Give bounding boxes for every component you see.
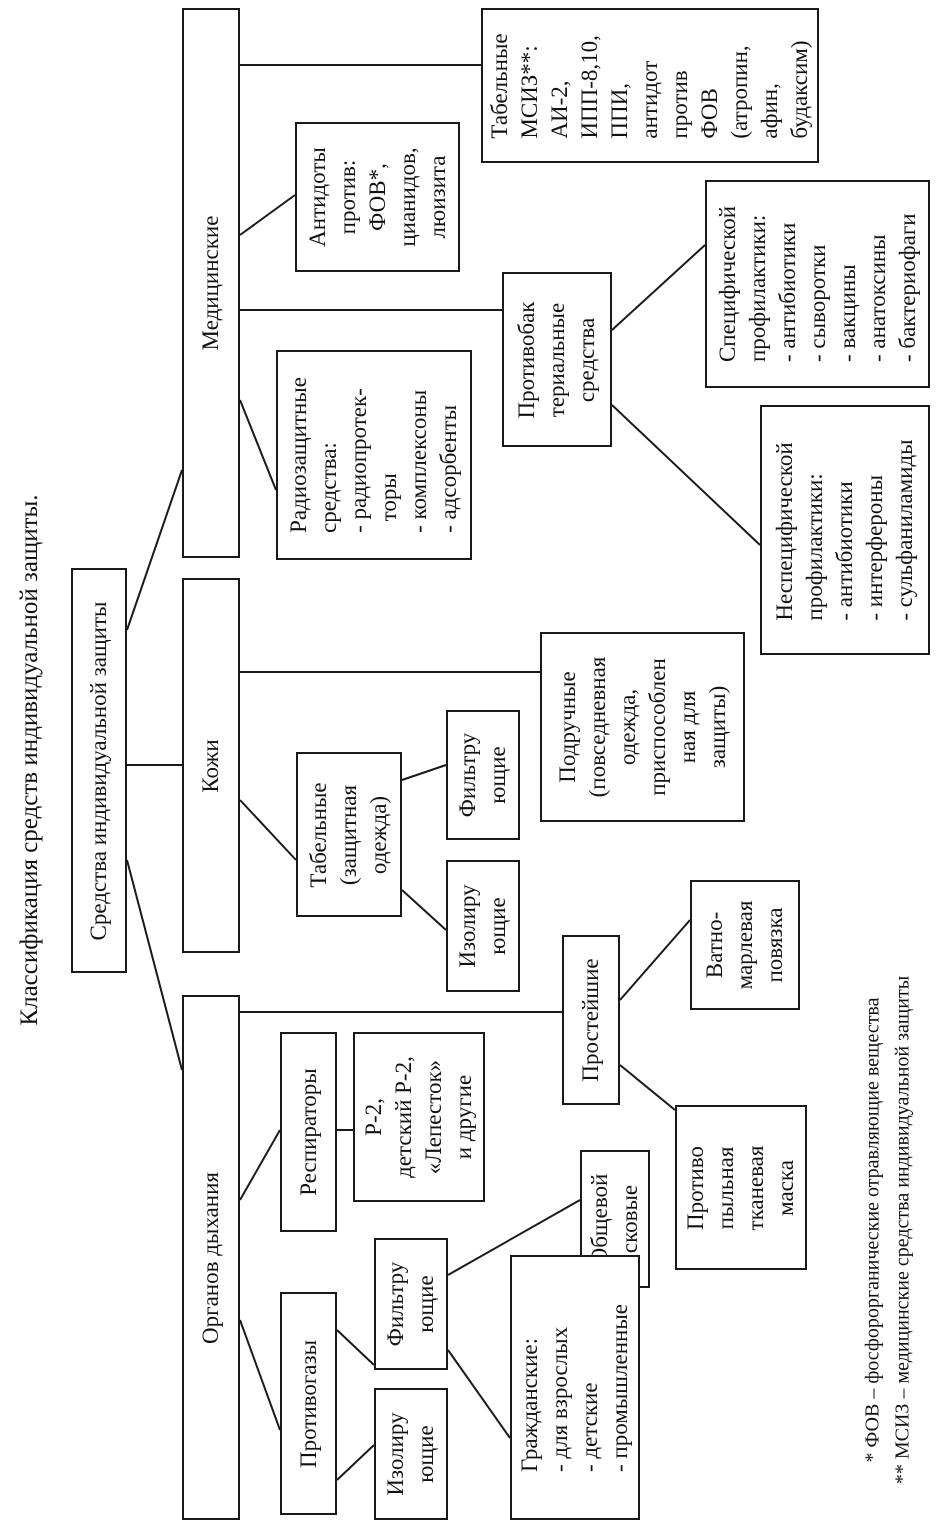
connector [611, 244, 706, 331]
page-title: Классификация средств индивидуальной защ… [16, 494, 43, 1026]
node-skin-protection: Кожи [182, 578, 240, 953]
node-respirators: Респираторы [280, 1032, 337, 1232]
connector [611, 404, 761, 546]
footnote-2-wrap: ** МСИЗ – медицинские средства индивидуа… [888, 950, 918, 1510]
node-antidotes: Антидоты против: ФОВ*, цианидов, люизита [295, 122, 460, 272]
node-gas-masks: Противогазы [280, 1292, 337, 1515]
connector [401, 889, 447, 931]
node-radioprotective: Радиозащитные средства: - радиопротек- т… [276, 350, 472, 560]
node-isolating-gas-masks: Изолиру ющие [374, 1388, 448, 1520]
node-standard-clothing-label: Табельные (защитная одежда) [306, 781, 391, 888]
connector [239, 399, 277, 491]
node-antibacterial: Противобак териальные средства [502, 272, 612, 447]
node-radioprotective-label: Радиозащитные средства: - радиопротек- т… [286, 377, 461, 533]
node-simplest: Простейшие [562, 935, 620, 1105]
node-dust-mask: Противо пыльная тканевая маска [675, 1105, 807, 1270]
connector [239, 194, 296, 236]
node-respirators-label: Респираторы [295, 1068, 321, 1196]
node-root: Средства индивидуальной защиты [71, 568, 127, 973]
connector [239, 799, 297, 861]
node-respiratory-protection: Органов дыхания [182, 995, 240, 1520]
node-filtering-clothing: Фильтру ющие [446, 710, 520, 840]
node-isolating-clothing-label: Изолиру ющие [455, 884, 510, 968]
connector [619, 1064, 676, 1111]
footnote-1-wrap: * ФОВ – фосфорорганические отравляющие в… [858, 950, 888, 1510]
node-standard-msiz-label: Табельные МСИЗ**: АИ-2, ИПП-8,10, ППИ, а… [487, 32, 812, 139]
page-title-wrap: Классификация средств индивидуальной защ… [10, 440, 50, 1080]
node-root-label: Средства индивидуальной защиты [86, 601, 111, 940]
node-standard-msiz: Табельные МСИЗ**: АИ-2, ИПП-8,10, ППИ, а… [481, 8, 819, 163]
node-specific-prophylaxis-label: Специфической профилактики: - антибиотик… [714, 205, 920, 363]
connector [447, 1199, 581, 1276]
node-respirator-models-label: Р-2, детский Р-2, «Лепесток» и другие [361, 1056, 476, 1178]
node-medical: Медицинские [182, 8, 240, 558]
node-nonspecific-prophylaxis: Неспецифической профилактики: - антибиот… [760, 405, 930, 655]
connector [336, 1444, 375, 1481]
node-dust-mask-label: Противо пыльная тканевая маска [683, 1145, 798, 1230]
node-nonspecific-prophylaxis-label: Неспецифической профилактики: - антибиот… [772, 439, 917, 621]
node-civil-gas-masks: Гражданские: - для взрослых - детские - … [510, 1255, 640, 1520]
node-antibacterial-label: Противобак териальные средства [514, 301, 599, 418]
connector [336, 1329, 375, 1366]
node-cotton-gauze-bandage-label: Ватно- марлевая повязка [702, 900, 787, 990]
connector [239, 1319, 281, 1431]
node-gas-masks-label: Противогазы [295, 1339, 321, 1468]
connector [126, 859, 183, 1071]
node-filtering-gas-masks: Фильтру ющие [374, 1238, 448, 1370]
connector [126, 469, 183, 631]
node-civil-gas-masks-label: Гражданские: - для взрослых - детские - … [517, 1303, 632, 1472]
connector [447, 1349, 511, 1439]
node-standard-clothing: Табельные (защитная одежда) [296, 752, 402, 917]
node-isolating-gas-masks-label: Изолиру ющие [383, 1412, 438, 1496]
node-skin-protection-label: Кожи [198, 738, 223, 793]
connector [401, 764, 447, 781]
node-filtering-clothing-label: Фильтру ющие [455, 732, 510, 818]
footnote-msiz: ** МСИЗ – медицинские средства индивидуа… [891, 975, 914, 1485]
node-respiratory-protection-label: Органов дыхания [198, 1171, 223, 1344]
footnote-fov: * ФОВ – фосфорорганические отравляющие в… [861, 997, 884, 1463]
node-respirator-models: Р-2, детский Р-2, «Лепесток» и другие [353, 1032, 485, 1202]
node-antidotes-label: Антидоты против: ФОВ*, цианидов, люизита [304, 147, 450, 247]
node-simplest-label: Простейшие [578, 958, 603, 1082]
node-improvised-means: Подручные (повседневная одежда, приспосо… [540, 632, 745, 822]
node-specific-prophylaxis: Специфической профилактики: - антибиотик… [705, 180, 930, 388]
connector [619, 919, 691, 1001]
node-military-gas-masks-label: Общевой сковые [587, 1173, 642, 1265]
node-medical-label: Медицинские [198, 215, 223, 351]
node-improvised-means-label: Подручные (повседневная одежда, приспосо… [554, 656, 730, 798]
connector [239, 1129, 281, 1201]
node-filtering-gas-masks-label: Фильтру ющие [383, 1261, 438, 1347]
node-isolating-clothing: Изолиру ющие [446, 860, 520, 992]
node-cotton-gauze-bandage: Ватно- марлевая повязка [690, 880, 800, 1010]
